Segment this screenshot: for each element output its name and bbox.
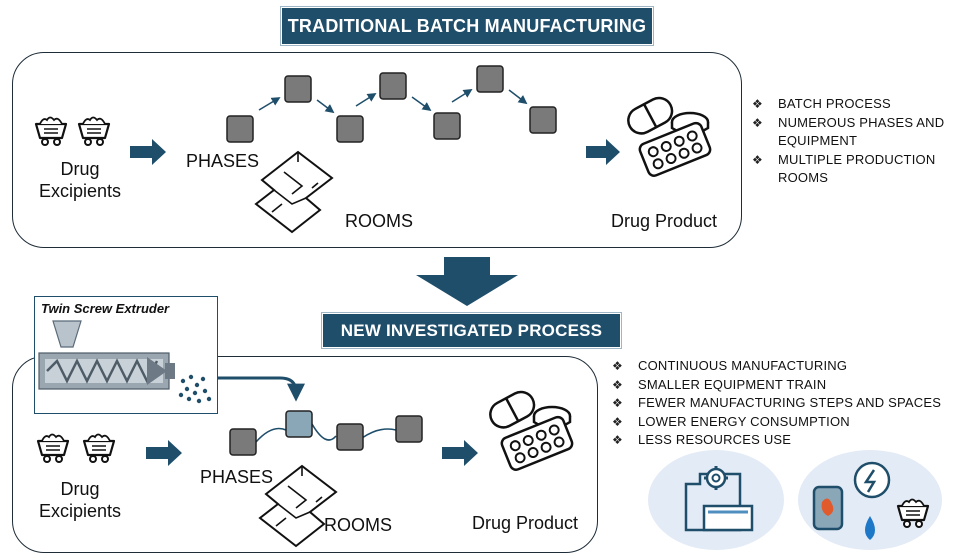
top-drug-product-icon — [622, 92, 714, 179]
phase-box — [229, 428, 257, 456]
bullet-diamond-icon: ❖ — [612, 433, 623, 447]
twin-screw-extruder-inset: Twin Screw Extruder — [34, 296, 218, 414]
bottom-rooms-floorplan — [259, 465, 337, 547]
transition-down-arrow — [416, 257, 518, 306]
input-line2: Excipients — [38, 181, 122, 201]
bullet-diamond-icon: ❖ — [612, 377, 623, 392]
top-input-label: Drug Excipients — [30, 158, 130, 202]
bottom-input-arrow — [146, 440, 182, 466]
top-rooms-floorplan — [255, 151, 333, 233]
pill-bottle-icon — [622, 92, 714, 179]
top-phases-label: PHASES — [186, 151, 260, 171]
top-input-carts — [34, 116, 111, 147]
top-benefits-list: ❖BATCH PROCESS ❖NUMEROUS PHASES AND EQUI… — [752, 95, 957, 188]
factory-gear-icon — [648, 450, 784, 550]
bullet-item: ❖NUMEROUS PHASES AND EQUIPMENT — [752, 114, 945, 149]
bullet-item: ❖SMALLER EQUIPMENT TRAIN — [612, 376, 957, 395]
top-product-label: Drug Product — [611, 211, 718, 231]
phase-box — [476, 65, 504, 93]
floor-plan-icon — [255, 151, 333, 233]
bullet-item: ❖LESS RESOURCES USE — [612, 431, 957, 450]
pill-bottle-icon — [484, 386, 576, 473]
bottom-rooms-label: ROOMS — [324, 515, 393, 535]
bottom-phases-label: PHASES — [200, 467, 274, 487]
phase-box — [395, 415, 423, 443]
phase-box — [529, 106, 557, 134]
top-input-arrow — [130, 139, 166, 165]
phase-box — [336, 115, 364, 143]
input-line2: Excipients — [38, 501, 122, 521]
bullet-item: ❖MULTIPLE PRODUCTION ROOMS — [752, 151, 936, 186]
bottom-input-label: Drug Excipients — [30, 478, 130, 522]
top-output-arrow — [586, 139, 620, 165]
extruder-title: Twin Screw Extruder — [41, 301, 170, 316]
bottom-input-carts — [36, 433, 116, 464]
bottom-benefits-list: ❖CONTINUOUS MANUFACTURING ❖SMALLER EQUIP… — [612, 357, 957, 450]
bottom-output-arrow — [442, 440, 478, 466]
bullet-diamond-icon: ❖ — [612, 396, 623, 410]
bullet-diamond-icon: ❖ — [752, 115, 763, 130]
bottom-drug-product-icon — [484, 386, 576, 473]
bottom-phases-chain — [229, 410, 423, 456]
mine-cart-icon — [36, 433, 70, 464]
bullet-item: ❖CONTINUOUS MANUFACTURING — [612, 357, 957, 376]
bullet-item: ❖LOWER ENERGY CONSUMPTION — [612, 413, 957, 432]
phase-box — [336, 423, 364, 451]
bullet-diamond-icon: ❖ — [752, 97, 763, 111]
phase-box — [433, 112, 461, 140]
top-phases-chain — [226, 65, 557, 143]
new-process-title: NEW INVESTIGATED PROCESS — [321, 312, 622, 349]
bullet-diamond-icon: ❖ — [752, 152, 763, 167]
bullet-item: ❖FEWER MANUFACTURING STEPS AND SPACES — [612, 394, 957, 413]
mine-cart-icon — [82, 433, 116, 464]
phase-box — [379, 72, 407, 100]
input-line1: Drug — [60, 479, 100, 499]
bullet-item: ❖BATCH PROCESS — [752, 95, 957, 114]
energy-resources-icon — [798, 450, 942, 550]
bullet-diamond-icon: ❖ — [612, 414, 623, 429]
extruder-phase-box — [285, 410, 313, 438]
bottom-product-label: Drug Product — [472, 513, 579, 533]
extruder-feed-arrow — [216, 376, 305, 402]
mine-cart-icon — [34, 116, 68, 147]
floor-plan-icon — [259, 465, 337, 547]
top-rooms-label: ROOMS — [345, 211, 414, 231]
input-line1: Drug — [60, 159, 100, 179]
phase-box — [226, 115, 254, 143]
phase-box — [284, 75, 312, 103]
traditional-batch-title: TRADITIONAL BATCH MANUFACTURING — [280, 6, 654, 46]
mine-cart-icon — [77, 116, 111, 147]
twin-screw-extruder-icon — [38, 320, 212, 404]
bullet-diamond-icon: ❖ — [612, 359, 623, 373]
